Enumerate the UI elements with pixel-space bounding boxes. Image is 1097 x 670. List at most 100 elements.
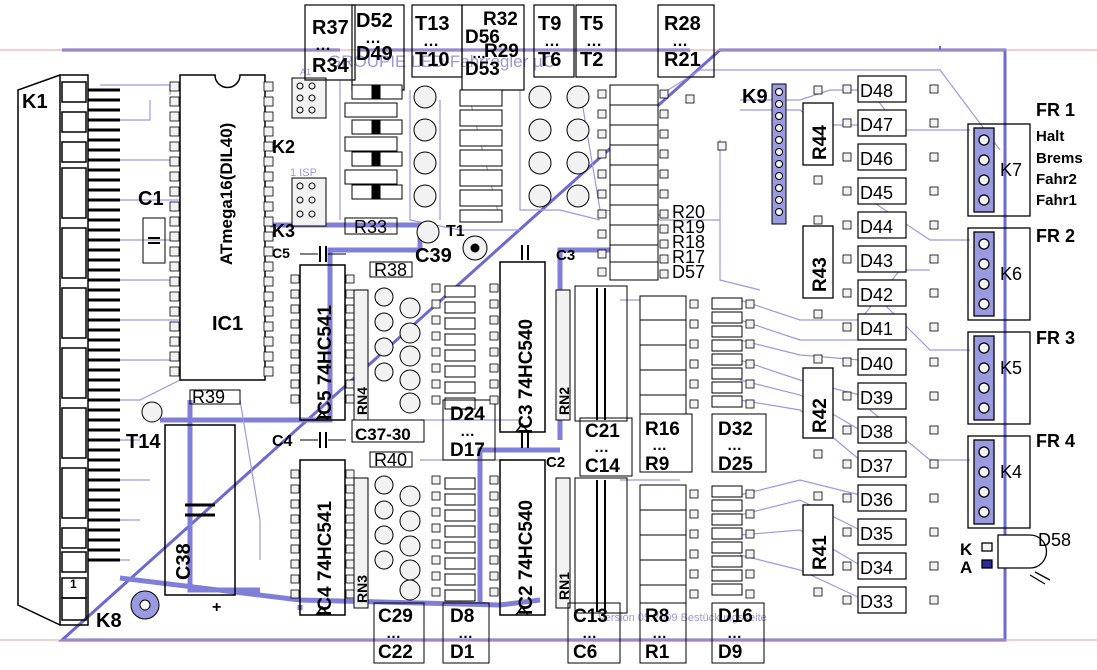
c2-capacitor — [521, 432, 529, 448]
connector-k7 — [967, 123, 1031, 217]
d24-dots: … — [460, 423, 475, 440]
r20-label: R20 — [672, 202, 705, 222]
c38-plus: + — [212, 599, 221, 616]
c39-label: C39 — [415, 245, 452, 267]
k8-mount-hole — [130, 590, 160, 620]
d39-label: D39 — [860, 388, 893, 408]
ic5-package — [299, 264, 346, 421]
r16-dots: … — [652, 437, 667, 454]
t10-label: T10 — [415, 49, 449, 71]
r40-label: R40 — [374, 450, 407, 470]
c37-c30-box — [351, 419, 425, 443]
r43-label: R43 — [810, 257, 831, 292]
c13-label: C13 — [573, 606, 608, 627]
r28-dots: … — [672, 33, 688, 50]
d44-label: D44 — [860, 217, 893, 237]
c29-c22-box — [373, 602, 425, 664]
r37-label: R37 — [312, 17, 349, 39]
d52-dots: … — [365, 30, 381, 47]
r28-label: R28 — [664, 13, 701, 35]
d49-label: D49 — [356, 43, 393, 65]
d38-label: D38 — [860, 422, 893, 442]
k2-label: K2 — [272, 137, 295, 157]
k8-label: K8 — [96, 610, 122, 632]
rn4-label: RN4 — [354, 387, 370, 415]
ic1-pins — [169, 81, 274, 377]
brems-label: Brems — [1036, 150, 1083, 167]
d37-label: D37 — [860, 456, 893, 476]
c3-label: C3 — [556, 247, 575, 264]
ic5-label: IC5 74HC541 — [315, 304, 336, 420]
d46-label: D46 — [860, 149, 893, 169]
fr3-label: FR 3 — [1036, 328, 1075, 348]
d45-label: D45 — [860, 183, 893, 203]
c39-capacitor — [462, 235, 488, 261]
c5-capacitor — [300, 246, 346, 262]
board-outline — [0, 46, 1097, 642]
r33-label: R33 — [354, 217, 387, 237]
t5-dots: … — [586, 33, 602, 50]
r8-r1-array — [639, 484, 687, 604]
d1-label: D1 — [450, 642, 475, 663]
r39-label: R39 — [192, 387, 225, 407]
r20-d57-labels: R20 R19 R18 R17 D57 — [672, 202, 705, 282]
d52-label: D52 — [356, 10, 393, 32]
k1-pin-leads — [88, 88, 120, 562]
c13-dots: … — [582, 625, 597, 642]
k9-header — [771, 83, 787, 225]
d32-d25-diodes — [711, 297, 743, 408]
d34-label: D34 — [860, 558, 893, 578]
d40-label: D40 — [860, 354, 893, 374]
ic1-package — [179, 74, 266, 381]
t13-label: T13 — [415, 13, 449, 35]
r8-dots: … — [652, 625, 667, 642]
isp-text: 1 ISP — [290, 167, 317, 179]
c13-c6-box — [567, 602, 621, 664]
d53-label: D53 — [465, 59, 500, 80]
ic2-label: IC2 74HC540 — [516, 500, 537, 615]
c5-label: C5 — [272, 245, 290, 261]
d58-k-pin: K — [960, 540, 973, 559]
r39-resistor — [189, 389, 241, 405]
ic1-type: ATmega16(DIL40) — [217, 123, 236, 265]
rn1-label: RN1 — [556, 572, 572, 600]
r16-label: R16 — [645, 419, 680, 440]
top-label-boxes — [304, 4, 715, 91]
d58-a-pin: A — [960, 558, 972, 577]
r16-r9-array — [639, 295, 687, 415]
c21-c14-caps — [574, 285, 628, 422]
led-pads — [842, 84, 939, 605]
d56-d53-block — [459, 89, 503, 223]
d8-dots: … — [458, 625, 473, 642]
d35-label: D35 — [860, 524, 893, 544]
t6-label: T6 — [538, 49, 561, 71]
c3-capacitor — [521, 245, 529, 260]
ic1-label: IC1 — [212, 313, 243, 335]
d25-label: D25 — [718, 454, 753, 475]
c4-label: C4 — [272, 433, 293, 450]
c6-label: C6 — [573, 642, 597, 663]
t2-label: T2 — [580, 49, 603, 71]
misc-pads — [431, 85, 823, 599]
d8-d1-box — [442, 602, 490, 664]
t1-transistor — [416, 220, 440, 244]
r18-label: R18 — [672, 232, 705, 252]
c38-label: C38 — [173, 543, 195, 580]
k2-header — [291, 77, 327, 119]
t13-t10-transistors — [413, 85, 437, 208]
led-labels: D48 D47 D46 D45 D44 D43 D42 D41 D40 D39 … — [860, 81, 893, 612]
c29-label: C29 — [378, 606, 413, 627]
k1-label: K1 — [22, 91, 48, 113]
d16-d9-box — [711, 602, 765, 664]
t5-label: T5 — [580, 13, 603, 35]
r41-r44-resistors — [802, 102, 834, 576]
fr1-label: FR 1 — [1036, 100, 1075, 120]
k3-label: K3 — [272, 221, 295, 241]
c37-c30-caps — [374, 287, 421, 414]
header-text: GROUPIE LED-Fahrregler µC — [328, 52, 555, 71]
d16-d9-diodes — [711, 485, 743, 596]
ic4-label: IC4 74HC541 — [315, 500, 336, 616]
k5-label: K5 — [1000, 358, 1022, 378]
connector-k4 — [967, 435, 1031, 529]
t1-label: T1 — [446, 223, 465, 240]
